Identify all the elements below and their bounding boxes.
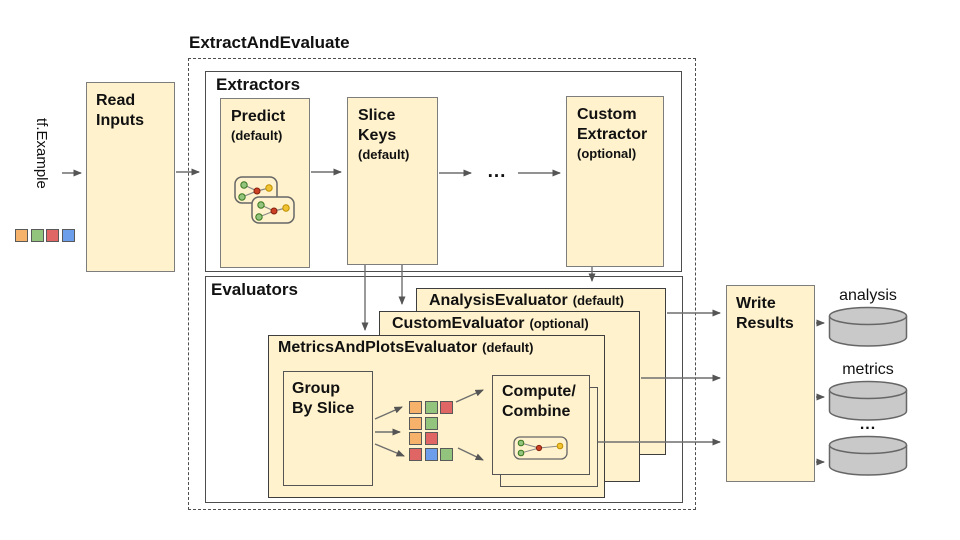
square-row bbox=[409, 432, 453, 445]
custom-evaluator-subtitle: (optional) bbox=[529, 316, 589, 331]
group-by-slice-label: Group By Slice bbox=[292, 380, 355, 417]
slice-keys-title: Slice Keys bbox=[358, 107, 397, 144]
analysis-evaluator-title: AnalysisEvaluator bbox=[429, 292, 568, 309]
diagram-title: ExtractAndEvaluate bbox=[189, 33, 350, 52]
group-by-slice-box: Group By Slice bbox=[283, 371, 373, 486]
analysis-store-label: analysis bbox=[839, 287, 897, 304]
square-row bbox=[409, 401, 453, 414]
extractors-section: Extractors bbox=[205, 71, 682, 272]
evaluators-section: Evaluators bbox=[205, 276, 683, 503]
custom-extractor-title: Custom Extractor bbox=[577, 106, 648, 143]
green-square bbox=[30, 229, 44, 242]
combine-graph-icon bbox=[513, 436, 568, 460]
tf-example-squares bbox=[15, 229, 75, 242]
analysis-database-icon bbox=[828, 306, 908, 347]
sliced-data-squares bbox=[409, 401, 453, 461]
square-row bbox=[15, 229, 75, 242]
blue-square bbox=[424, 447, 438, 461]
read-inputs-label: Read Inputs bbox=[96, 92, 144, 129]
model-graph-icon bbox=[234, 176, 295, 224]
write-results-label: Write Results bbox=[736, 295, 794, 332]
red-square bbox=[409, 447, 422, 461]
red-square bbox=[424, 432, 438, 445]
extract-and-evaluate-boundary bbox=[188, 58, 696, 510]
green-square bbox=[424, 416, 438, 430]
custom-extractor-box: Custom Extractor (optional) bbox=[566, 96, 664, 267]
evaluators-section-label: Evaluators bbox=[211, 280, 298, 299]
more-extractors-ellipsis: ... bbox=[487, 161, 507, 182]
more-stores-ellipsis: ... bbox=[859, 416, 877, 433]
tf-example-label: tf.Example bbox=[33, 118, 50, 189]
red-square bbox=[440, 401, 453, 414]
write-results-box: Write Results bbox=[726, 285, 815, 482]
metrics-store-label: metrics bbox=[842, 361, 894, 378]
green-square bbox=[424, 401, 438, 414]
compute-combine-label: Compute/ Combine bbox=[502, 383, 576, 420]
predict-extractor-box: Predict (default) bbox=[220, 98, 310, 268]
orange-square bbox=[409, 432, 422, 445]
predict-subtitle: (default) bbox=[231, 128, 283, 143]
extractors-section-label: Extractors bbox=[216, 75, 301, 94]
other-database-icon bbox=[828, 435, 908, 476]
square-row bbox=[409, 447, 453, 461]
analysis-evaluator-subtitle: (default) bbox=[572, 293, 625, 308]
green-square bbox=[440, 447, 453, 461]
blue-square bbox=[61, 229, 75, 242]
metrics-and-plots-evaluator-subtitle: (default) bbox=[482, 340, 534, 355]
orange-square bbox=[15, 229, 28, 242]
compute-combine-box: Compute/ Combine bbox=[492, 375, 590, 475]
read-inputs-box: Read Inputs bbox=[86, 82, 175, 272]
metrics-database-icon bbox=[828, 380, 908, 421]
red-square bbox=[46, 229, 59, 242]
metrics-and-plots-evaluator-title: MetricsAndPlotsEvaluator bbox=[278, 339, 478, 356]
slice-keys-subtitle: (default) bbox=[358, 147, 410, 162]
orange-square bbox=[409, 401, 422, 414]
custom-evaluator-title: CustomEvaluator bbox=[392, 315, 525, 332]
orange-square bbox=[409, 416, 422, 430]
custom-extractor-subtitle: (optional) bbox=[577, 146, 637, 161]
predict-title: Predict bbox=[231, 108, 286, 125]
square-row bbox=[409, 416, 453, 430]
slice-keys-extractor-box: Slice Keys (default) bbox=[347, 97, 438, 265]
